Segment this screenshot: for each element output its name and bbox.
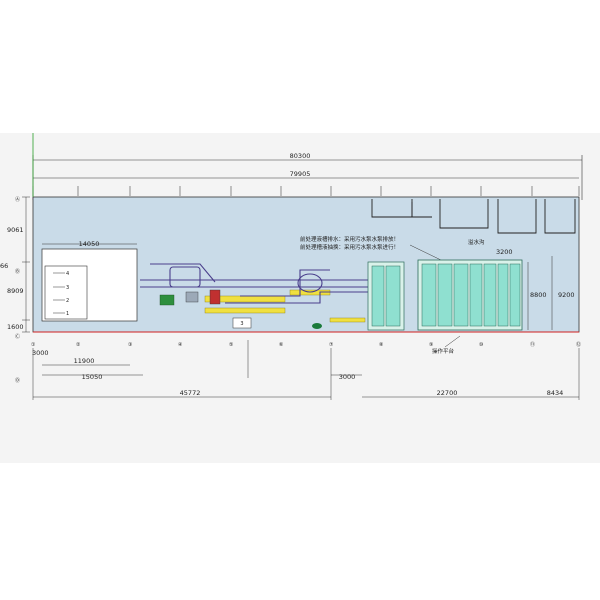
dim-b6: 22700 (437, 389, 458, 397)
svg-text:3: 3 (240, 321, 243, 327)
tank-line (367, 259, 523, 331)
dim-room-width: 14050 (79, 240, 100, 248)
axis-8: ⑧ (379, 342, 384, 348)
dim-inner-top: 79905 (290, 170, 311, 178)
dim-r1: 8800 (530, 291, 547, 299)
dim-b3: 15050 (82, 373, 103, 381)
oven-row-1: 1 (66, 311, 69, 317)
oven-row-2: 2 (66, 298, 69, 304)
row-label-c: Ⓒ (15, 333, 20, 340)
axis-12: ⑫ (576, 341, 581, 348)
note-overflow-trench: 溢水沟 (468, 238, 485, 246)
dim-left-bottom: 1600 (7, 323, 24, 331)
pump-unit: 3 (159, 289, 322, 329)
dim-r2: 9200 (558, 291, 575, 299)
row-label-b: Ⓑ (15, 268, 20, 275)
row-label-d: Ⓓ (15, 377, 20, 384)
axis-7: ⑦ (329, 342, 334, 348)
oven-rows (53, 272, 65, 314)
wall-openings (371, 199, 576, 234)
dim-b2: 11900 (74, 357, 95, 365)
dim-r3: 3200 (496, 248, 513, 256)
drying-oven (44, 265, 88, 320)
right-dimensions (527, 256, 553, 330)
note-exchange: 前处理槽液抽换：采用污水泵水泵进行！ (300, 243, 399, 251)
axis-2: ② (76, 342, 81, 348)
dim-left-lower: 8909 (7, 287, 24, 295)
dim-left-upper: 9061 (7, 226, 24, 234)
oven-row-4: 4 (66, 271, 69, 277)
bottom-dimensions (32, 340, 580, 400)
axis-4: ④ (178, 342, 183, 348)
pipe-network (140, 263, 380, 304)
axis-9: ⑨ (429, 342, 433, 348)
dim-b5: 3000 (339, 373, 356, 381)
axis-1: ① (31, 342, 36, 348)
dim-b1: 3000 (32, 349, 49, 357)
oven-row-3: 3 (66, 285, 69, 291)
axis-10: ⑩ (479, 342, 484, 348)
left-dimensions (22, 196, 30, 333)
dim-total-top: 80300 (290, 152, 311, 160)
note-drainage: 前处理液槽排水：采用污水泵水泵排放！ (300, 235, 399, 243)
top-axis-ticks (32, 186, 580, 196)
row-label-a: Ⓐ (15, 196, 20, 203)
axis-3: ③ (128, 342, 132, 348)
label-platform: 操作平台 (432, 347, 455, 355)
dim-left-edge: 66 (0, 262, 8, 270)
axis-5: ⑤ (229, 342, 233, 348)
axis-11: ⑪ (530, 341, 535, 348)
dim-b4: 45772 (180, 389, 201, 397)
axis-6: ⑥ (279, 342, 284, 348)
dim-b7: 8434 (547, 389, 564, 397)
